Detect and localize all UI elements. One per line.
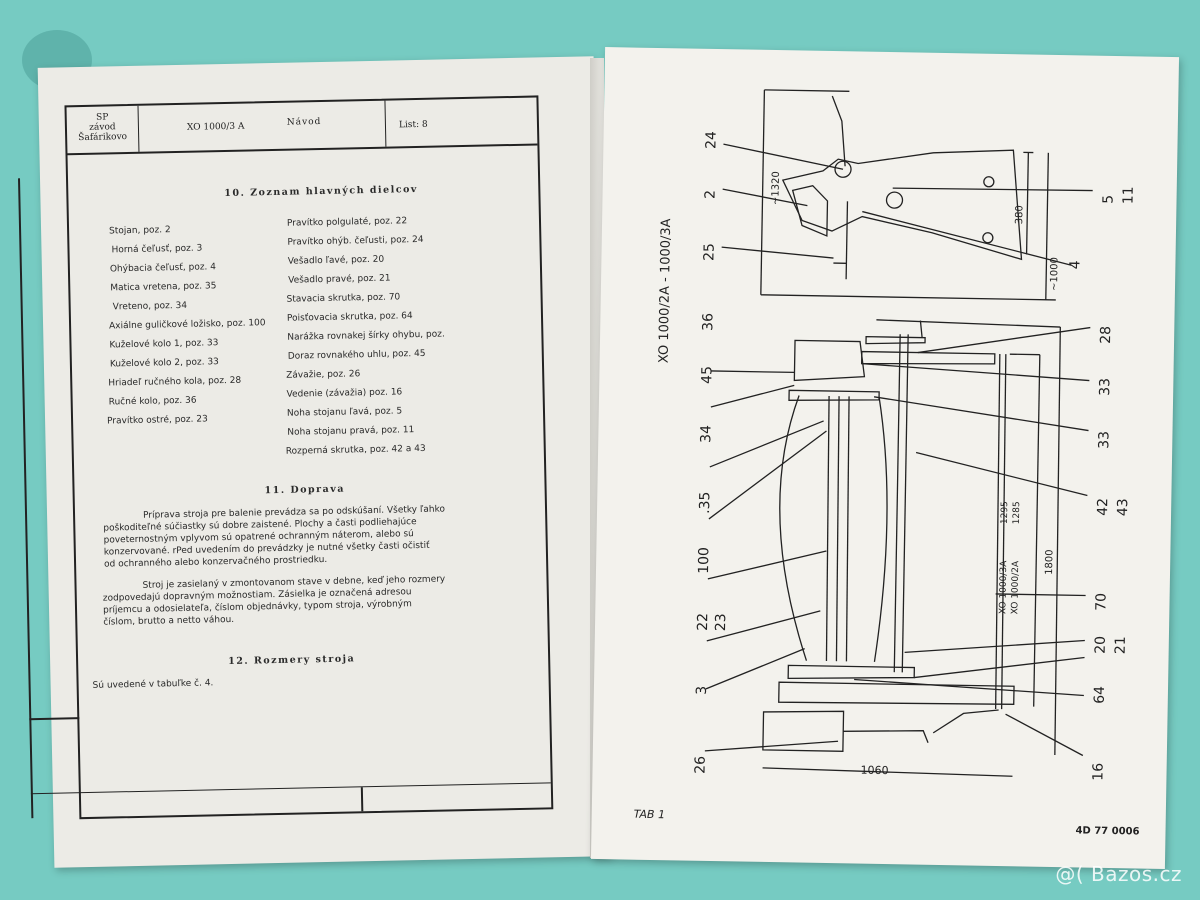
dim-line	[760, 89, 766, 295]
left-jaw-curve	[779, 395, 808, 661]
right-jaw-curve	[873, 396, 888, 662]
part-label: 23	[713, 613, 729, 631]
document-frame: SP závod Šafárikovo XO 1000/3 A Návod Li…	[17, 95, 554, 820]
part-label: 24	[703, 131, 719, 149]
list-item: Hriadeľ ručného kola, poz. 28	[108, 375, 242, 389]
footer-block	[30, 782, 552, 819]
list-item: Poisťovacia skrutka, poz. 64	[286, 311, 413, 324]
list-item: Vešadlo pravé, poz. 21	[288, 273, 391, 286]
part-label: 2	[702, 190, 718, 199]
list-item: Kuželové kolo 2, poz. 33	[109, 357, 219, 370]
part-label: 33	[1097, 378, 1113, 396]
part-label: 16	[1090, 763, 1106, 781]
list-item: Narážka rovnakej šírky ohybu, poz.	[287, 329, 445, 343]
list-item: Vešadlo ľavé, poz. 20	[287, 254, 385, 267]
part-label: 100	[696, 547, 712, 574]
part-label: 3	[694, 686, 710, 695]
part-label: 70	[1093, 593, 1109, 611]
dimension-label: 1060	[860, 764, 888, 777]
technical-drawing: XO 1000/2A - 1000/3A 24 2 25 36 5 11 4 ~…	[657, 89, 1137, 781]
part-label: 36	[700, 313, 716, 331]
part-label: 11	[1120, 186, 1136, 204]
list-item: Pravítko polgulaté, poz. 22	[286, 216, 408, 229]
model-label: XO 1000/3 A	[186, 121, 245, 133]
dimension-label: ~1320	[770, 171, 782, 205]
list-item: Závažie, poz. 26	[286, 369, 361, 381]
dimension-label: 380	[1014, 205, 1025, 224]
list-item: Noha stojanu pravá, poz. 11	[287, 425, 415, 438]
list-item: Doraz rovnakého uhlu, poz. 45	[287, 348, 426, 362]
list-item: Stavacia skrutka, poz. 70	[286, 292, 401, 305]
footer-divider	[360, 787, 363, 812]
dimension-label: XO 1000/3A	[998, 560, 1009, 614]
right-page: XO 1000/2A - 1000/3A 24 2 25 36 5 11 4 ~…	[590, 47, 1180, 869]
part-label: 45	[699, 366, 715, 384]
company-cell: SP závod Šafárikovo	[66, 105, 140, 154]
doc-type-label: Návod	[286, 116, 322, 128]
dimension-label: 1295	[1000, 501, 1010, 524]
part-label: 34	[698, 425, 714, 443]
list-item: Pravítko ostré, poz. 23	[107, 414, 208, 427]
left-page: SP závod Šafárikovo XO 1000/3 A Návod Li…	[17, 56, 611, 868]
part-label: 21	[1113, 636, 1129, 654]
header-divider	[384, 100, 387, 147]
list-item: Kuželové kolo 1, poz. 33	[109, 338, 219, 351]
company-line-3: Šafárikovo	[78, 132, 128, 144]
list-item: Noha stojanu ľavá, poz. 5	[286, 406, 403, 419]
part-label: 5	[1100, 195, 1116, 204]
list-item: Ručné kolo, poz. 36	[108, 395, 197, 408]
list-item: Pravítko ohýb. čeľusti, poz. 24	[287, 234, 424, 248]
transport-paragraph-2: Stroj je zasielaný v zmontovanom stave v…	[102, 573, 463, 629]
left-border-line	[17, 178, 34, 819]
list-item: Ohýbacia čeľusť, poz. 4	[109, 262, 217, 275]
part-label: 20	[1093, 636, 1109, 654]
drawing-code: 4D 77 0006	[1075, 825, 1140, 838]
dimension-label: XO 1000/2A	[1010, 560, 1021, 614]
dim-line	[764, 89, 850, 92]
list-item: Vreteno, poz. 34	[112, 300, 188, 313]
part-label: 28	[1098, 326, 1114, 344]
section-12-title: 12. Rozmery stroja	[228, 653, 356, 668]
watermark-text: @( Bazos.cz	[1055, 862, 1182, 886]
transport-paragraph-1: Príprava stroja pre balenie prevádza sa …	[103, 503, 464, 571]
upper-housing	[793, 339, 866, 382]
section-10-title: 10. Zoznam hlavných dielcov	[224, 183, 419, 200]
list-item: Matica vretena, poz. 35	[110, 281, 217, 294]
part-label: 43	[1115, 498, 1131, 516]
left-border-tick	[29, 717, 80, 720]
drawing-labels: XO 1000/2A - 1000/3A 24 2 25 36 5 11 4 ~…	[657, 131, 1137, 781]
part-label: 26	[692, 756, 708, 774]
sheet-label: List: 8	[398, 119, 428, 131]
list-item: Rozperná skrutka, poz. 42 a 43	[285, 443, 426, 457]
part-label: 22	[695, 613, 711, 631]
list-item: Horná čeľusť, poz. 3	[111, 243, 203, 256]
part-label: 42	[1095, 498, 1111, 516]
drawing-title: XO 1000/2A - 1000/3A	[657, 218, 675, 363]
part-label: .35	[697, 491, 713, 514]
part-label: 4	[1067, 260, 1083, 269]
part-label: 64	[1092, 686, 1108, 704]
title-block: SP závod Šafárikovo XO 1000/3 A Návod Li…	[66, 97, 538, 156]
weight-block	[762, 710, 845, 752]
dimension-label: 1285	[1012, 501, 1022, 524]
list-item: Axiálne guličkové ložisko, poz. 100	[109, 318, 266, 332]
list-item: Stojan, poz. 2	[109, 225, 171, 237]
section-11-title: 11. Doprava	[264, 483, 346, 497]
base-plate	[778, 681, 1015, 705]
dimensions-note: Sú uvedené v tabuľke č. 4.	[92, 678, 214, 691]
dimension-label: ~1000	[1049, 257, 1061, 291]
list-item: Vedenie (závažia) poz. 16	[286, 387, 403, 400]
dimension-label: 1800	[1044, 549, 1055, 575]
part-label: 25	[701, 243, 717, 261]
table-label: TAB 1	[633, 807, 666, 822]
part-label: 33	[1096, 431, 1112, 449]
